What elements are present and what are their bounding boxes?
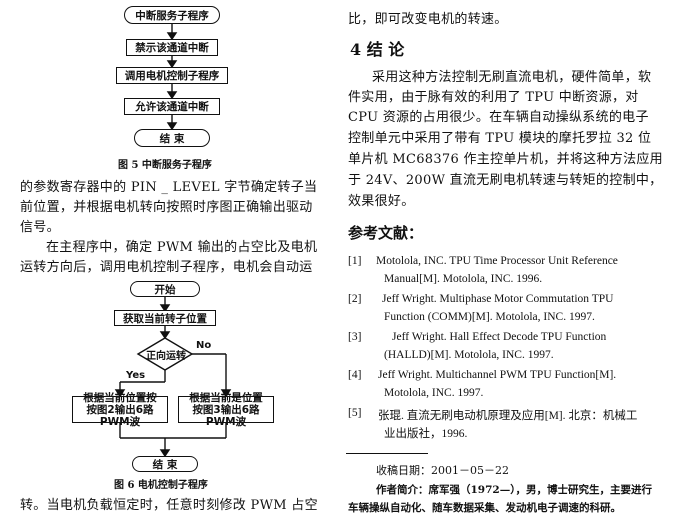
fig6-no-label: No <box>196 340 212 351</box>
fig6-caption: 图 6 电机控制子程序 <box>114 480 208 491</box>
left-p1-line2: 前位置，并根据电机转向按照时序图正确输出驱动 <box>20 200 313 215</box>
right-top-line: 比，即可改变电机的转速。 <box>348 12 508 27</box>
fig6-decision-label: 正向运转 <box>146 351 186 362</box>
ref1-line2: Manual[M]. Motolola, INC. 1996. <box>384 273 543 285</box>
ref4-line2: Motolola, INC. 1997. <box>384 387 484 399</box>
fig6-forward-line1: 根据当前位置按 <box>83 391 157 404</box>
fig6-reverse-line1: 根据当前是位置 <box>189 391 263 404</box>
conclusion-line4: 控制单元中采用了带有 TPU 模块的摩托罗拉 32 位 <box>348 131 652 146</box>
author-bio-line1: 作者简介：席军强（1972—），男，博士研究生，主要进行 <box>376 484 652 496</box>
author-bio-line2: 车辆操纵自动化、随车数据采集、发动机电子调速的科研。 <box>348 502 621 514</box>
conclusion-line1: 采用这种方法控制无刷直流电机，硬件简单，软 <box>372 70 652 85</box>
left-p2-line1: 在主程序中，确定 PWM 输出的占空比及电机 <box>46 240 318 255</box>
ref5-num: [5] <box>348 407 362 419</box>
fig6-end-box: 结 束 <box>132 456 198 472</box>
conclusion-heading: 4 结 论 <box>350 40 405 59</box>
left-bottom-line: 转。当电机负载恒定时，任意时刻修改 PWM 占空 <box>20 498 318 513</box>
fig6-reverse-output-box: 根据当前是位置 按图3输出6路PWM波 <box>178 392 274 428</box>
fig6-forward-line2: 按图2输出6路PWM波 <box>86 403 154 428</box>
fig5-end-box: 结 束 <box>134 129 210 147</box>
fig5-disable-interrupt-box: 禁示该通道中断 <box>126 39 218 56</box>
fig5-caption: 图 5 中断服务子程序 <box>118 160 212 171</box>
ref5-line2: 业出版社，1996. <box>384 428 468 440</box>
ref5-line1: 张琨. 直流无刷电动机原理及应用[M]. 北京：机械工 <box>378 410 638 422</box>
fig6-reverse-line2: 按图3输出6路PWM波 <box>192 403 260 428</box>
fig6-yes-label: Yes <box>126 370 146 381</box>
left-p2-line2: 运转方向后，调用电机控制子程序，电机会自动运 <box>20 260 313 275</box>
conclusion-line6: 于 24V、200W 直流无刷电机转速与转矩的控制中， <box>348 173 663 188</box>
ref2-line1: Jeff Wright. Multiphase Motor Commutatio… <box>382 293 614 305</box>
conclusion-line2: 件实用，由于脉有效的利用了 TPU 中断资源，对 <box>348 90 639 105</box>
fig5-call-motor-control-box: 调用电机控制子程序 <box>116 67 228 84</box>
references-heading: 参考文献： <box>348 224 424 242</box>
ref2-line2: Function (COMM)[M]. Motolola, INC. 1997. <box>384 311 595 323</box>
ref3-num: [3] <box>348 331 362 343</box>
fig5-start-box: 中断服务子程序 <box>124 6 220 24</box>
ref1-line1: Motolola, INC. TPU Time Processor Unit R… <box>376 255 618 267</box>
conclusion-line5: 单片机 MC68376 作主控单片机，并将这种方法应用 <box>348 152 663 167</box>
ref3-line2: (HALLD)[M]. Motolola, INC. 1997. <box>384 349 554 361</box>
conclusion-line3: CPU 资源的占用很少。在车辆自动操纵系统的电子 <box>348 110 649 125</box>
ref4-num: [4] <box>348 369 362 381</box>
left-p1-line1: 的参数寄存器中的 PIN _ LEVEL 字节确定转子当 <box>20 180 318 195</box>
left-p1-line3: 信号。 <box>20 220 60 235</box>
conclusion-line7: 效果很好。 <box>348 194 415 209</box>
ref4-line1: Jeff Wright. Multichannel PWM TPU Functi… <box>378 369 617 381</box>
footnote-divider <box>346 453 428 454</box>
fig6-forward-output-box: 根据当前位置按 按图2输出6路PWM波 <box>72 392 168 428</box>
ref1-num: [1] <box>348 255 362 267</box>
ref2-num: [2] <box>348 293 362 305</box>
fig6-start-box: 开始 <box>130 281 200 297</box>
fig6-get-position-box: 获取当前转子位置 <box>114 310 216 326</box>
ref3-line1: Jeff Wright. Hall Effect Decode TPU Func… <box>392 331 607 343</box>
received-date: 收稿日期：2001－05－22 <box>376 464 509 477</box>
fig5-enable-interrupt-box: 允许该通道中断 <box>124 98 220 115</box>
